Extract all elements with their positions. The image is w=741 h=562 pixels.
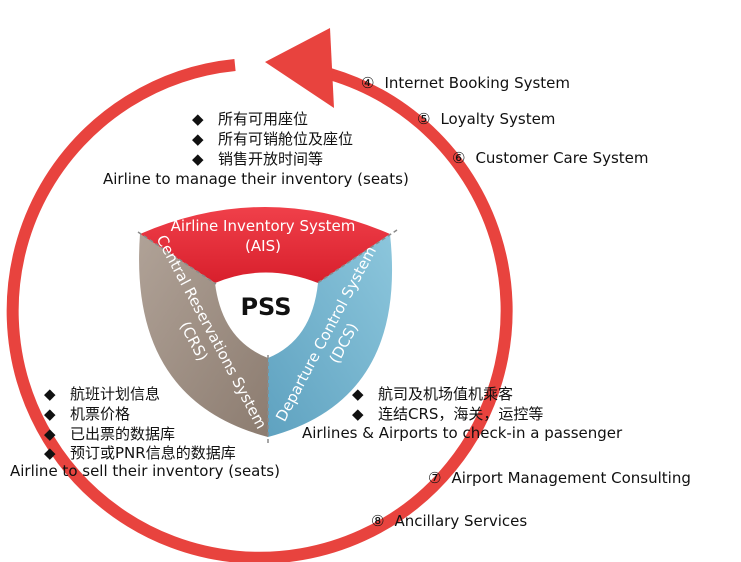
ais-bullet: ◆ 所有可销舱位及座位 bbox=[192, 130, 353, 148]
service-number: ⑥ bbox=[452, 149, 466, 167]
diamond-bullet-icon: ◆ bbox=[44, 425, 56, 443]
ais-segment bbox=[140, 207, 390, 283]
crs-segment bbox=[139, 234, 268, 437]
diamond-bullet-icon: ◆ bbox=[44, 405, 56, 423]
cycle-ring bbox=[6, 59, 513, 562]
diamond-bullet-icon: ◆ bbox=[192, 110, 204, 128]
service-number: ⑧ bbox=[371, 512, 385, 530]
diamond-bullet-icon: ◆ bbox=[192, 130, 204, 148]
crs-bullet: ◆ 预订或PNR信息的数据库 bbox=[44, 444, 236, 462]
ais-bullet-text: 所有可销舱位及座位 bbox=[218, 130, 354, 148]
dcs-segment bbox=[268, 234, 393, 437]
dcs-bullet: ◆ 连结CRS，海关，运控等 bbox=[352, 405, 543, 423]
service-item: ④ Internet Booking System bbox=[361, 74, 570, 92]
service-number: ⑤ bbox=[417, 110, 431, 128]
service-item: ⑦ Airport Management Consulting bbox=[428, 469, 691, 487]
service-item: ⑥ Customer Care System bbox=[452, 149, 649, 167]
ais-bullet: ◆ 销售开放时间等 bbox=[192, 150, 323, 168]
diamond-bullet-icon: ◆ bbox=[352, 385, 364, 403]
ais-label-line2: (AIS) bbox=[245, 237, 281, 255]
service-item: ⑧ Ancillary Services bbox=[371, 512, 527, 530]
dcs-bullet-text: 连结CRS，海关，运控等 bbox=[378, 405, 544, 423]
service-label: Internet Booking System bbox=[384, 74, 571, 92]
service-number: ④ bbox=[361, 74, 375, 92]
diamond-bullet-icon: ◆ bbox=[192, 150, 204, 168]
dcs-caption: Airlines & Airports to check-in a passen… bbox=[302, 424, 623, 442]
dcs-bullet: ◆ 航司及机场值机乘客 bbox=[352, 385, 513, 403]
service-label: Customer Care System bbox=[475, 149, 649, 167]
service-label: Airport Management Consulting bbox=[451, 469, 691, 487]
dcs-bullet-text: 航司及机场值机乘客 bbox=[378, 385, 514, 403]
ais-bullet-text: 所有可用座位 bbox=[218, 110, 309, 128]
service-item: ⑤ Loyalty System bbox=[417, 110, 555, 128]
crs-bullet: ◆ 机票价格 bbox=[44, 405, 130, 423]
separator-right bbox=[315, 229, 398, 285]
separator-left bbox=[137, 231, 217, 285]
crs-bullet-text: 预订或PNR信息的数据库 bbox=[70, 444, 236, 462]
crs-caption: Airline to sell their inventory (seats) bbox=[10, 462, 280, 480]
service-number: ⑦ bbox=[428, 469, 442, 487]
diamond-bullet-icon: ◆ bbox=[44, 385, 56, 403]
service-label: Loyalty System bbox=[440, 110, 556, 128]
crs-bullet: ◆ 已出票的数据库 bbox=[44, 425, 175, 443]
cycle-arrowhead bbox=[265, 28, 334, 108]
service-label: Ancillary Services bbox=[394, 512, 528, 530]
ais-bullet: ◆ 所有可用座位 bbox=[192, 110, 308, 128]
crs-bullet: ◆ 航班计划信息 bbox=[44, 385, 160, 403]
ais-bullet-text: 销售开放时间等 bbox=[218, 150, 324, 168]
ais-caption: Airline to manage their inventory (seats… bbox=[103, 170, 409, 188]
crs-bullet-text: 航班计划信息 bbox=[70, 385, 161, 403]
diamond-bullet-icon: ◆ bbox=[352, 405, 364, 423]
center-label: PSS bbox=[240, 293, 291, 321]
crs-bullet-text: 已出票的数据库 bbox=[70, 425, 176, 443]
diamond-bullet-icon: ◆ bbox=[44, 444, 56, 462]
ais-label-line1: Airline Inventory System bbox=[171, 217, 356, 235]
crs-bullet-text: 机票价格 bbox=[70, 405, 131, 423]
